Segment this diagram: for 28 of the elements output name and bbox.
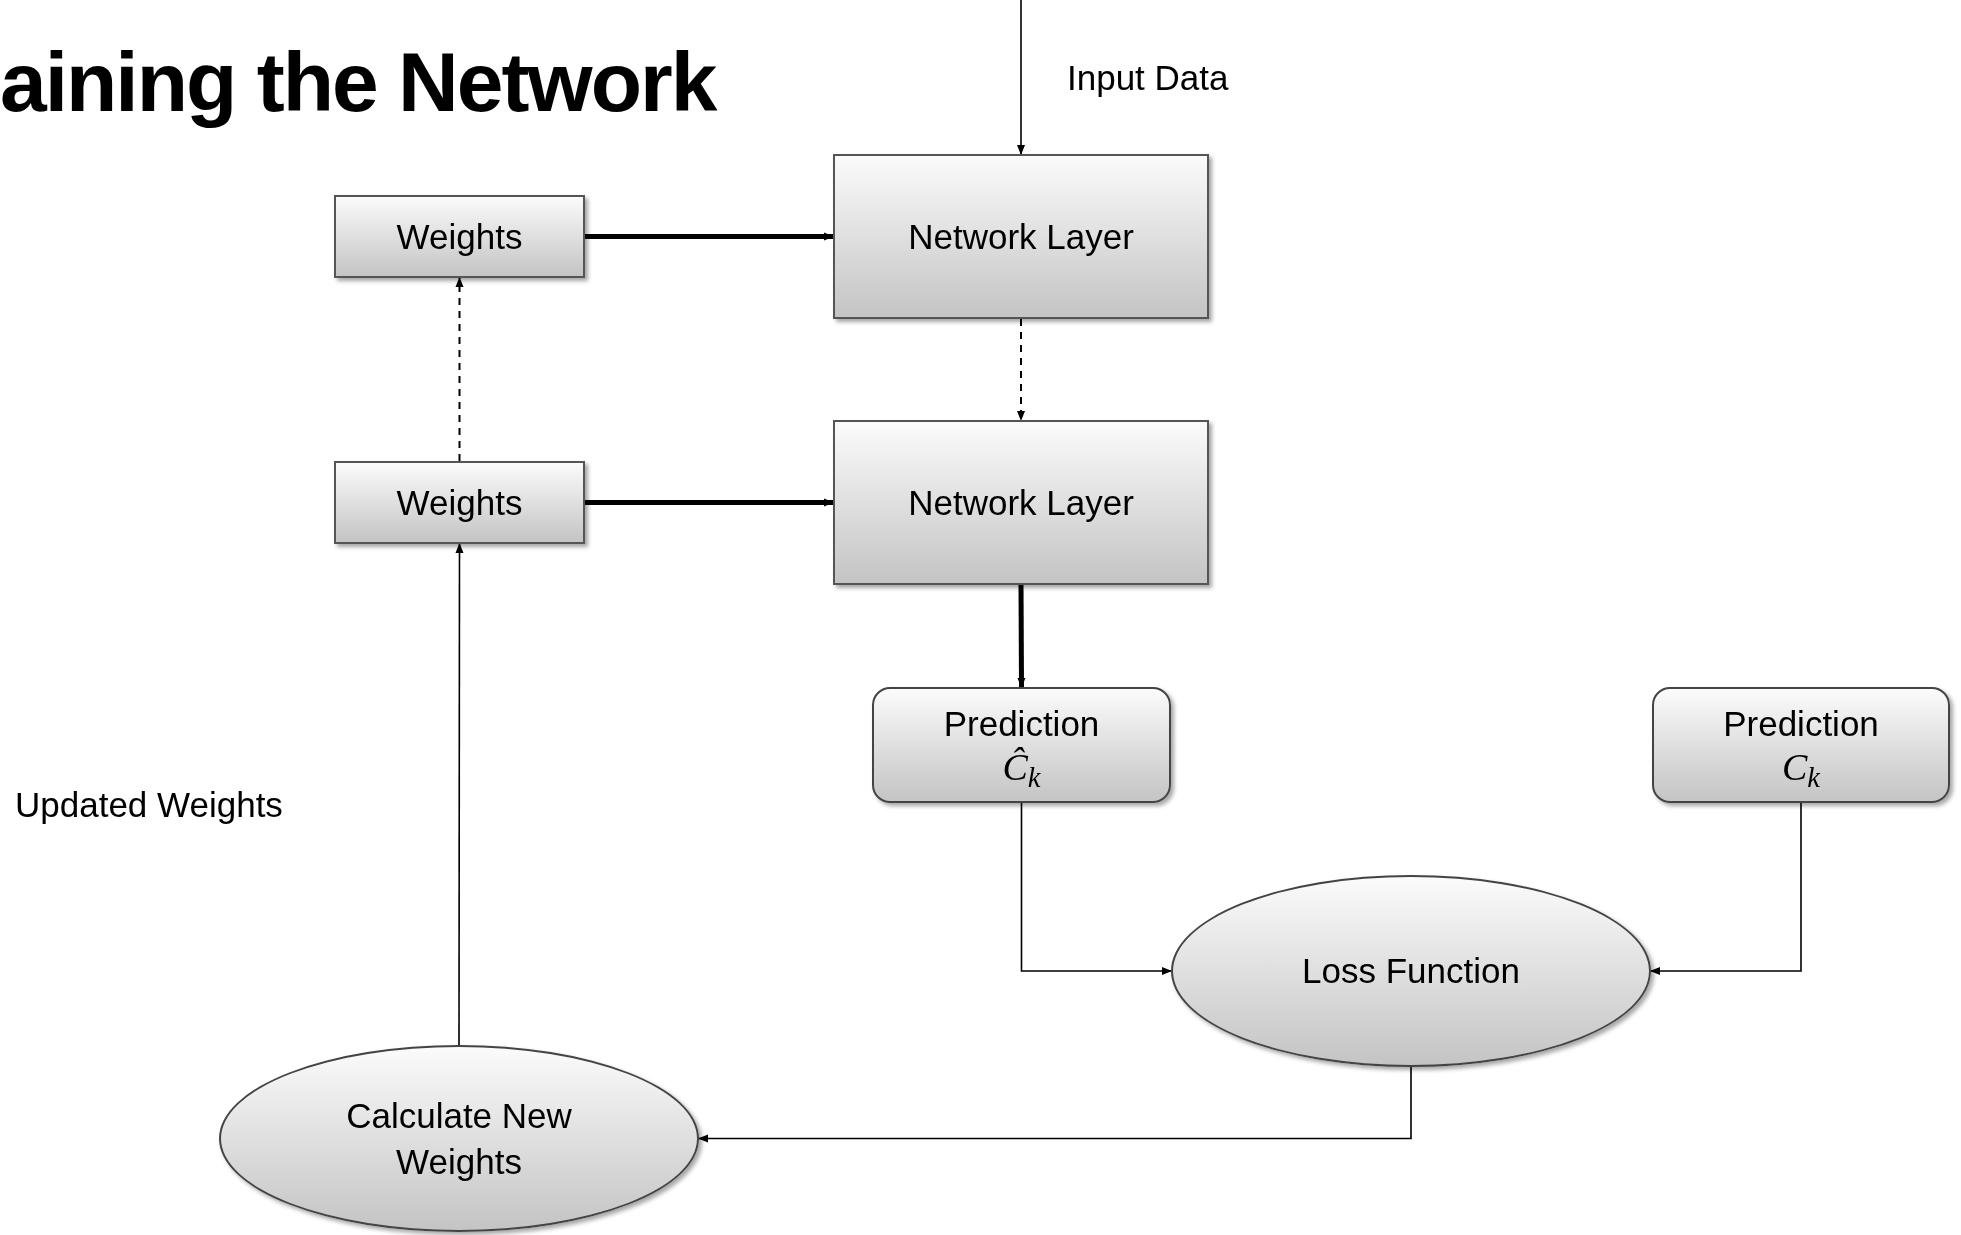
process-box [334, 195, 585, 278]
math-symbol: Ĉ$_{k}$ [1002, 746, 1041, 789]
node-label: Loss Function [1302, 950, 1520, 993]
arrow [1650, 802, 1802, 975]
math-symbol: C$_{k}$ [1782, 746, 1820, 789]
node-label: Network Layer [908, 215, 1134, 258]
arrow [698, 1066, 1412, 1143]
arrow [585, 498, 834, 507]
arrow [1020, 802, 1172, 975]
node-label: Network Layer [908, 481, 1134, 524]
process-box [334, 461, 585, 544]
node-label: Prediction [1723, 703, 1879, 746]
arrow [1017, 318, 1025, 421]
node-label: Prediction [943, 703, 1100, 746]
process-box [833, 154, 1209, 319]
process-box [1652, 687, 1950, 803]
arrow [455, 277, 464, 462]
arrow [1017, 0, 1025, 155]
node-label: Weights [396, 215, 523, 258]
node-label: Weights [396, 481, 523, 524]
process-box [833, 420, 1209, 585]
arrow [585, 232, 834, 241]
text-label: Updated Weights [15, 784, 283, 826]
text-label: Input Data [1067, 57, 1229, 99]
process-box [872, 687, 1171, 803]
arrow [1017, 585, 1026, 688]
node-label: Calculate New Weights [345, 1095, 573, 1183]
arrow [455, 543, 464, 1046]
